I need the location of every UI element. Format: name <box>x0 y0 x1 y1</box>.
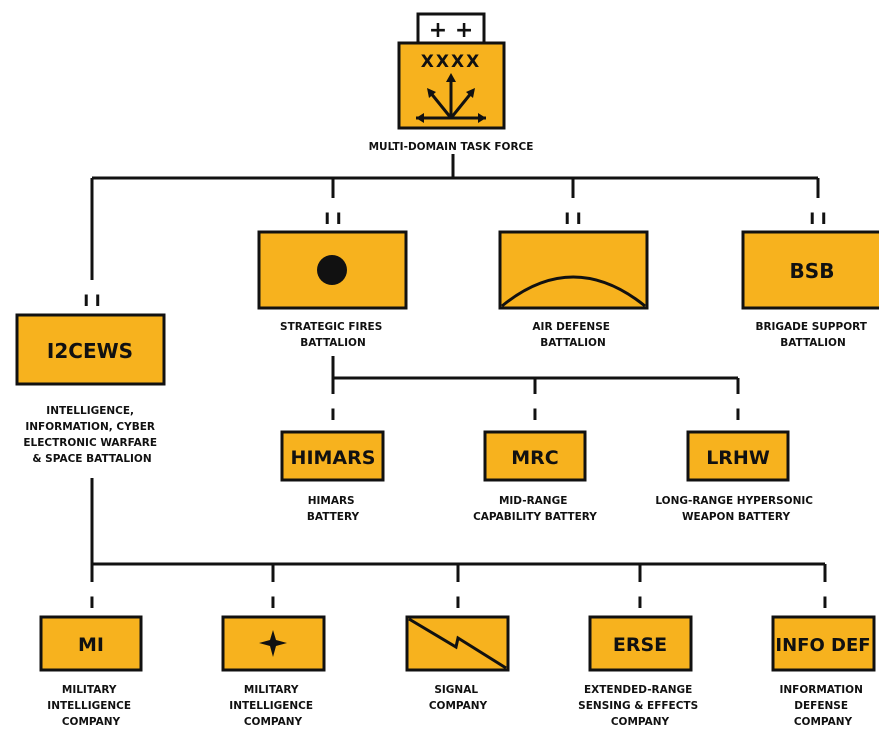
info-def-company-caption: INFORMATION DEFENSE COMPANY <box>779 684 866 728</box>
echelon-company: I <box>455 593 461 612</box>
bsb-box <box>741 230 879 310</box>
mi-company-2-caption: MILITARY INTELLIGENCE COMPANY <box>229 684 316 728</box>
lrhw-abbr: LRHW <box>706 447 770 469</box>
mi-company-box <box>39 615 143 672</box>
hq-marker-box <box>416 12 486 45</box>
echelon-battery: I <box>735 405 741 424</box>
echelon-company: I <box>822 593 828 612</box>
himars-abbr: HIMARS <box>291 447 376 469</box>
signal-company-caption: SIGNAL COMPANY <box>429 684 488 712</box>
bsb-abbr: BSB <box>790 259 835 283</box>
mdtf-unit: + + XXXX MULTI-DOMAIN TASK FORCE <box>369 12 534 153</box>
signal-company-unit: I SIGNAL COMPANY <box>405 593 510 712</box>
connector-lines <box>90 154 827 582</box>
himars-caption: HIMARS BATTERY <box>307 495 360 523</box>
star-burst-icon <box>259 630 287 657</box>
i2cews-unit: I I I2CEWS INTELLIGENCE, INFORMATION, CY… <box>15 291 166 465</box>
echelon-battery: I <box>330 405 336 424</box>
echelon-army: XXXX <box>421 52 481 72</box>
echelon-company: I <box>89 593 95 612</box>
lrhw-battery-unit: I LRHW LONG-RANGE HYPERSONIC WEAPON BATT… <box>655 405 816 523</box>
i2cews-caption: INTELLIGENCE, INFORMATION, CYBER ELECTRO… <box>23 405 160 465</box>
mrc-box <box>483 430 587 482</box>
air-defense-box <box>498 230 649 310</box>
air-defense-arc-icon <box>501 275 646 308</box>
erse-abbr: ERSE <box>613 634 667 656</box>
mi-company-2-unit: I MILITARY INTELLIGENCE COMPANY <box>221 593 326 728</box>
signal-lightning-icon <box>408 617 507 670</box>
mrc-battery-unit: I MRC MID-RANGE CAPABILITY BATTERY <box>473 405 597 523</box>
mi-company-caption: MILITARY INTELLIGENCE COMPANY <box>47 684 134 728</box>
mi-abbr: MI <box>78 634 104 656</box>
erse-company-caption: EXTENDED-RANGE SENSING & EFFECTS COMPANY <box>578 684 702 728</box>
echelon-company: I <box>637 593 643 612</box>
air-defense-unit: I I AIR DEFENSE BATTALION <box>498 209 649 349</box>
echelon-company: I <box>270 593 276 612</box>
mdtf-caption: MULTI-DOMAIN TASK FORCE <box>369 141 534 153</box>
echelon-battalion: I I <box>564 209 581 228</box>
mi-company-unit: I MI MILITARY INTELLIGENCE COMPANY <box>39 593 143 728</box>
lrhw-box <box>686 430 790 482</box>
filled-circle-icon <box>317 255 347 285</box>
echelon-battalion: I I <box>809 209 826 228</box>
himars-box <box>280 430 385 482</box>
hq-marker: + + <box>429 18 474 43</box>
echelon-battalion: I I <box>324 209 341 228</box>
bsb-unit: I I BSB BRIGADE SUPPORT BATTALION <box>741 209 879 349</box>
i2cews-abbr: I2CEWS <box>47 339 133 363</box>
echelon-battalion: I I <box>83 291 100 310</box>
mrc-abbr: MRC <box>511 447 558 469</box>
i2cews-box <box>15 313 166 386</box>
line-gaps <box>82 198 828 290</box>
air-defense-caption: AIR DEFENSE BATTALION <box>532 321 613 349</box>
info-def-company-box <box>771 615 876 672</box>
lrhw-caption: LONG-RANGE HYPERSONIC WEAPON BATTERY <box>655 495 816 523</box>
erse-company-box <box>588 615 693 672</box>
fires-battalion-unit: I I STRATEGIC FIRES BATTALION <box>257 209 408 349</box>
echelon-battery: I <box>532 405 538 424</box>
info-def-abbr: INFO DEF <box>775 635 870 656</box>
himars-battery-unit: I HIMARS HIMARS BATTERY <box>280 405 385 523</box>
mrc-caption: MID-RANGE CAPABILITY BATTERY <box>473 495 597 523</box>
multi-domain-arrows-icon <box>416 73 486 123</box>
fires-battalion-caption: STRATEGIC FIRES BATTALION <box>280 321 386 349</box>
bsb-caption: BRIGADE SUPPORT BATTALION <box>755 321 870 349</box>
erse-company-unit: I ERSE EXTENDED-RANGE SENSING & EFFECTS … <box>578 593 702 728</box>
info-def-company-unit: I INFO DEF INFORMATION DEFENSE COMPANY <box>771 593 876 728</box>
